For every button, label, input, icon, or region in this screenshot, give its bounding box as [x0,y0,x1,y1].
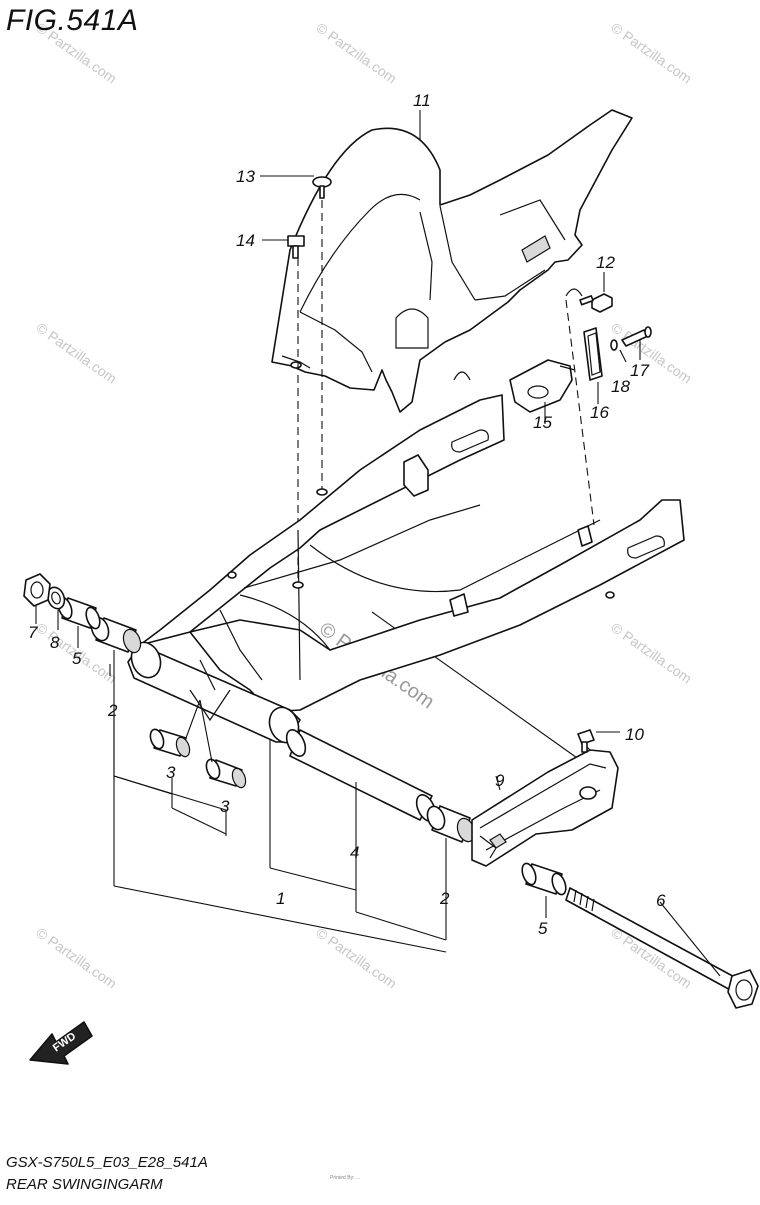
screw-13 [312,176,332,199]
watermark: © Partzilla.com [33,924,119,991]
washer-18 [610,339,618,351]
callout-15: 15 [533,413,552,432]
fwd-arrow-icon: FWD [29,1021,93,1065]
callout-14: 14 [236,231,255,250]
callout-5-left: 5 [72,649,82,668]
callouts: 11 13 14 12 17 18 16 15 7 8 5 2 10 9 3 3… [28,91,666,938]
spacer-5-right [521,862,567,896]
bolt-14 [287,235,305,259]
bearing-3-lower [205,758,247,789]
callout-6: 6 [656,891,666,910]
bearing-leader [185,699,213,763]
bolt-10 [577,729,595,753]
group-brackets [109,650,447,953]
callout-12: 12 [596,253,615,272]
spacer-5-left [57,596,101,630]
callout-18: 18 [611,377,630,396]
bearing-3-upper [149,728,191,758]
callout-leaders [35,110,721,977]
callout-10: 10 [625,725,644,744]
callout-9: 9 [495,771,505,790]
callout-5-right: 5 [538,919,548,938]
callout-8: 8 [50,633,60,652]
chain-slider-9 [471,749,619,867]
watermark: © Partzilla.com [608,619,694,686]
nut-7 [23,573,51,607]
callout-17: 17 [630,361,649,380]
watermark: © Partzilla.com [33,319,119,386]
figure-title: FIG.541A [6,4,139,37]
callout-3-upper: 3 [166,763,176,782]
callout-3-lower: 3 [220,797,230,816]
watermark: © Partzilla.com [313,19,399,86]
figure-code: GSX-S750L5_E03_E28_541A [6,1154,208,1171]
screw-17 [621,326,652,347]
pivot-shaft-6 [565,887,759,1009]
callout-16: 16 [590,403,609,422]
callout-2-left: 2 [107,701,118,720]
washer-8 [46,586,66,610]
rear-fender [271,109,633,413]
spacer-tube-4 [285,729,437,822]
figure-name: REAR SWINGINGARM [6,1176,163,1193]
reflector-16 [583,327,603,381]
watermark: © Partzilla.com [608,19,694,86]
callout-2-right: 2 [439,889,450,908]
callout-7: 7 [28,623,38,642]
print-note: Printed By: ... [330,1175,361,1181]
needle-bearing-2-right [426,805,476,843]
bracket-15 [509,359,576,413]
callout-13: 13 [236,167,255,186]
swingarm [127,394,685,744]
callout-11: 11 [413,91,431,110]
callout-4: 4 [350,843,359,862]
bolt-12 [579,293,613,313]
callout-1: 1 [276,889,285,908]
